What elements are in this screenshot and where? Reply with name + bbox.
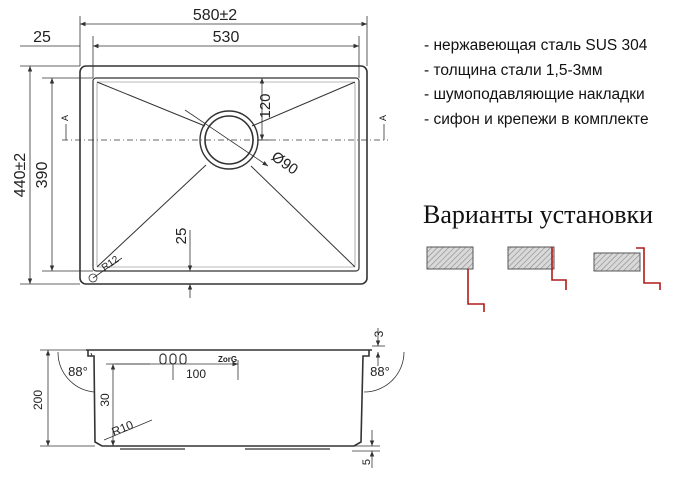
angle-right-label: 88° (370, 364, 390, 379)
section-labels: 88° 88° 200 30 100 3 5 R10 ZorG (31, 330, 390, 465)
section-view (86, 349, 372, 450)
overflow-height-label: 30 (98, 393, 112, 407)
section-height-label: 200 (31, 390, 45, 410)
spec-list: - нержавеющая сталь SUS 304 - толщина ст… (424, 34, 649, 132)
spec-item: - шумоподавляющие накладки (424, 86, 645, 103)
brand-logo: ZorG (218, 355, 237, 364)
angle-left-label: 88° (68, 364, 88, 379)
corner-radius-marker (88, 273, 98, 283)
section-mark-right: A (378, 115, 388, 121)
spec-item: - нержавеющая сталь SUS 304 (424, 37, 648, 54)
variant-undermount (426, 246, 485, 312)
variants-title: Варианты установки (423, 200, 654, 229)
variant-flush (507, 246, 567, 290)
sink-inner-bowl (92, 77, 360, 272)
overflow-holes (159, 353, 187, 365)
spec-item: - сифон и крепежи в комплекте (424, 110, 649, 128)
edge-offset-label: 25 (33, 29, 51, 46)
variant-topmount (593, 247, 661, 290)
width-inner-label: 530 (213, 29, 240, 46)
base-height-label: 5 (361, 459, 373, 465)
section-profile (87, 350, 370, 447)
top-view-dimensions (20, 16, 388, 298)
spec-item: - толщина стали 1,5-3мм (424, 61, 603, 79)
width-outer-label: 580±2 (193, 7, 237, 24)
section-dimensions (40, 328, 405, 468)
bottom-offset-label: 25 (173, 228, 190, 245)
height-outer-label: 440±2 (12, 153, 29, 197)
inner-radius-label: R10 (110, 418, 136, 439)
section-mark-left: A (60, 115, 70, 121)
bowl-slope-lines (96, 81, 356, 268)
top-view (79, 65, 368, 285)
installation-variants (426, 246, 661, 312)
drain-offset-label: 120 (257, 93, 274, 118)
sink-outer-rim (79, 65, 368, 285)
drain-diameter-label: Ø90 (268, 148, 301, 178)
overflow-spacing-label: 100 (186, 367, 206, 381)
height-inner-label: 390 (34, 162, 51, 189)
rim-thickness-label: 3 (372, 330, 386, 337)
